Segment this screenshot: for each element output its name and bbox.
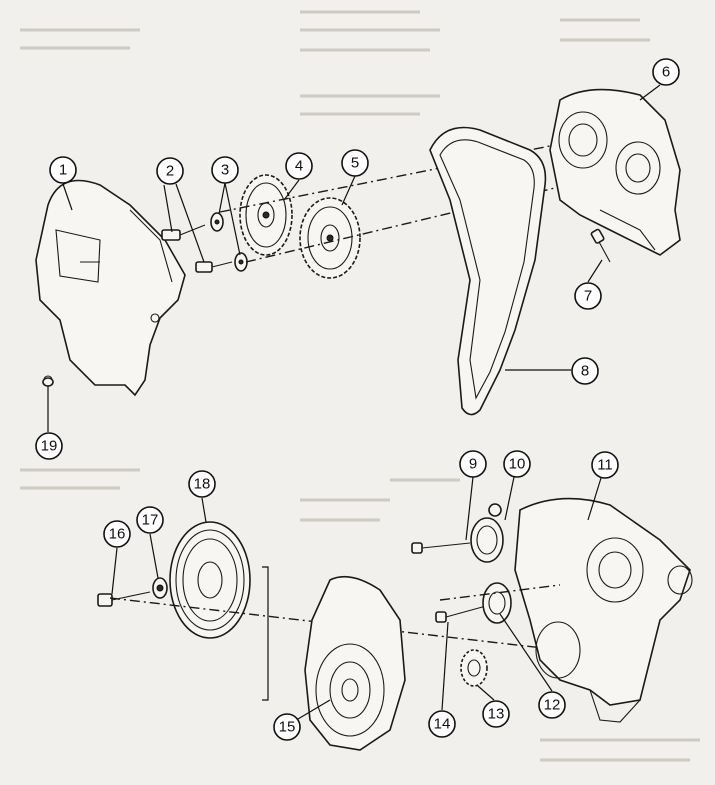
- callout-14: 14: [428, 710, 456, 738]
- callout-2-label: 2: [166, 163, 174, 180]
- callout-7: 7: [574, 282, 602, 310]
- callout-17: 17: [136, 506, 164, 534]
- cover-clip: [42, 377, 54, 387]
- callout-18: 18: [188, 470, 216, 498]
- callout-19-label: 19: [41, 438, 58, 455]
- callout-4-label: 4: [295, 158, 303, 175]
- callout-3-label: 3: [221, 162, 229, 179]
- callout-5: 5: [341, 149, 369, 177]
- upper-timing-cover: [35, 179, 186, 397]
- lower-timing-cover: [304, 575, 406, 751]
- tensioner-bolt: [411, 542, 471, 554]
- belt-tensioner: [470, 503, 504, 563]
- cam-washer-lower: [234, 252, 248, 272]
- camshaft-sprocket-intake: [239, 174, 293, 256]
- callout-5-label: 5: [351, 155, 359, 172]
- callout-15: 15: [273, 713, 301, 741]
- callout-10: 10: [503, 450, 531, 478]
- callout-9-label: 9: [469, 456, 477, 473]
- rear-plate-bolt: [590, 228, 611, 263]
- callout-7-label: 7: [584, 288, 592, 305]
- callout-6-label: 6: [662, 64, 670, 81]
- callout-13: 13: [482, 700, 510, 728]
- camshaft-sprocket-exhaust: [299, 197, 361, 279]
- timing-belt: [429, 126, 547, 416]
- idler-bolt: [435, 605, 487, 623]
- callout-13-label: 13: [488, 706, 505, 723]
- callout-1: 1: [49, 156, 77, 184]
- pulley-cover-link: [262, 566, 269, 701]
- callout-16-label: 16: [109, 526, 126, 543]
- rear-timing-plate: [549, 88, 681, 256]
- callout-6: 6: [652, 58, 680, 86]
- cam-washer-upper: [210, 212, 224, 232]
- callout-14-label: 14: [434, 716, 451, 733]
- crankshaft-pulley: [169, 521, 251, 639]
- callout-17-label: 17: [142, 512, 159, 529]
- callout-19: 19: [35, 432, 63, 460]
- callout-2: 2: [156, 157, 184, 185]
- callout-8-label: 8: [581, 363, 589, 380]
- callout-12: 12: [538, 691, 566, 719]
- callout-11-label: 11: [597, 457, 613, 474]
- crank-pulley-washer: [152, 577, 168, 599]
- crankshaft-sprocket: [460, 649, 488, 687]
- front-engine-housing: [514, 497, 693, 723]
- leader-lines: [47, 84, 661, 720]
- callout-12-label: 12: [544, 697, 561, 714]
- callout-3: 3: [211, 156, 239, 184]
- callout-16: 16: [103, 520, 131, 548]
- callout-8: 8: [571, 357, 599, 385]
- idler-pulley: [482, 582, 512, 624]
- callout-18-label: 18: [194, 476, 211, 493]
- callout-9: 9: [459, 450, 487, 478]
- callout-1-label: 1: [59, 162, 67, 179]
- background-bleed: [20, 10, 700, 762]
- callout-15-label: 15: [279, 719, 296, 736]
- callout-11: 11: [591, 451, 619, 479]
- callout-10-label: 10: [509, 456, 526, 473]
- cam-bolt-upper: [161, 224, 206, 241]
- lower-axis-tensioner: [439, 584, 561, 601]
- cam-bolt-lower: [195, 261, 233, 273]
- callout-4: 4: [285, 152, 313, 180]
